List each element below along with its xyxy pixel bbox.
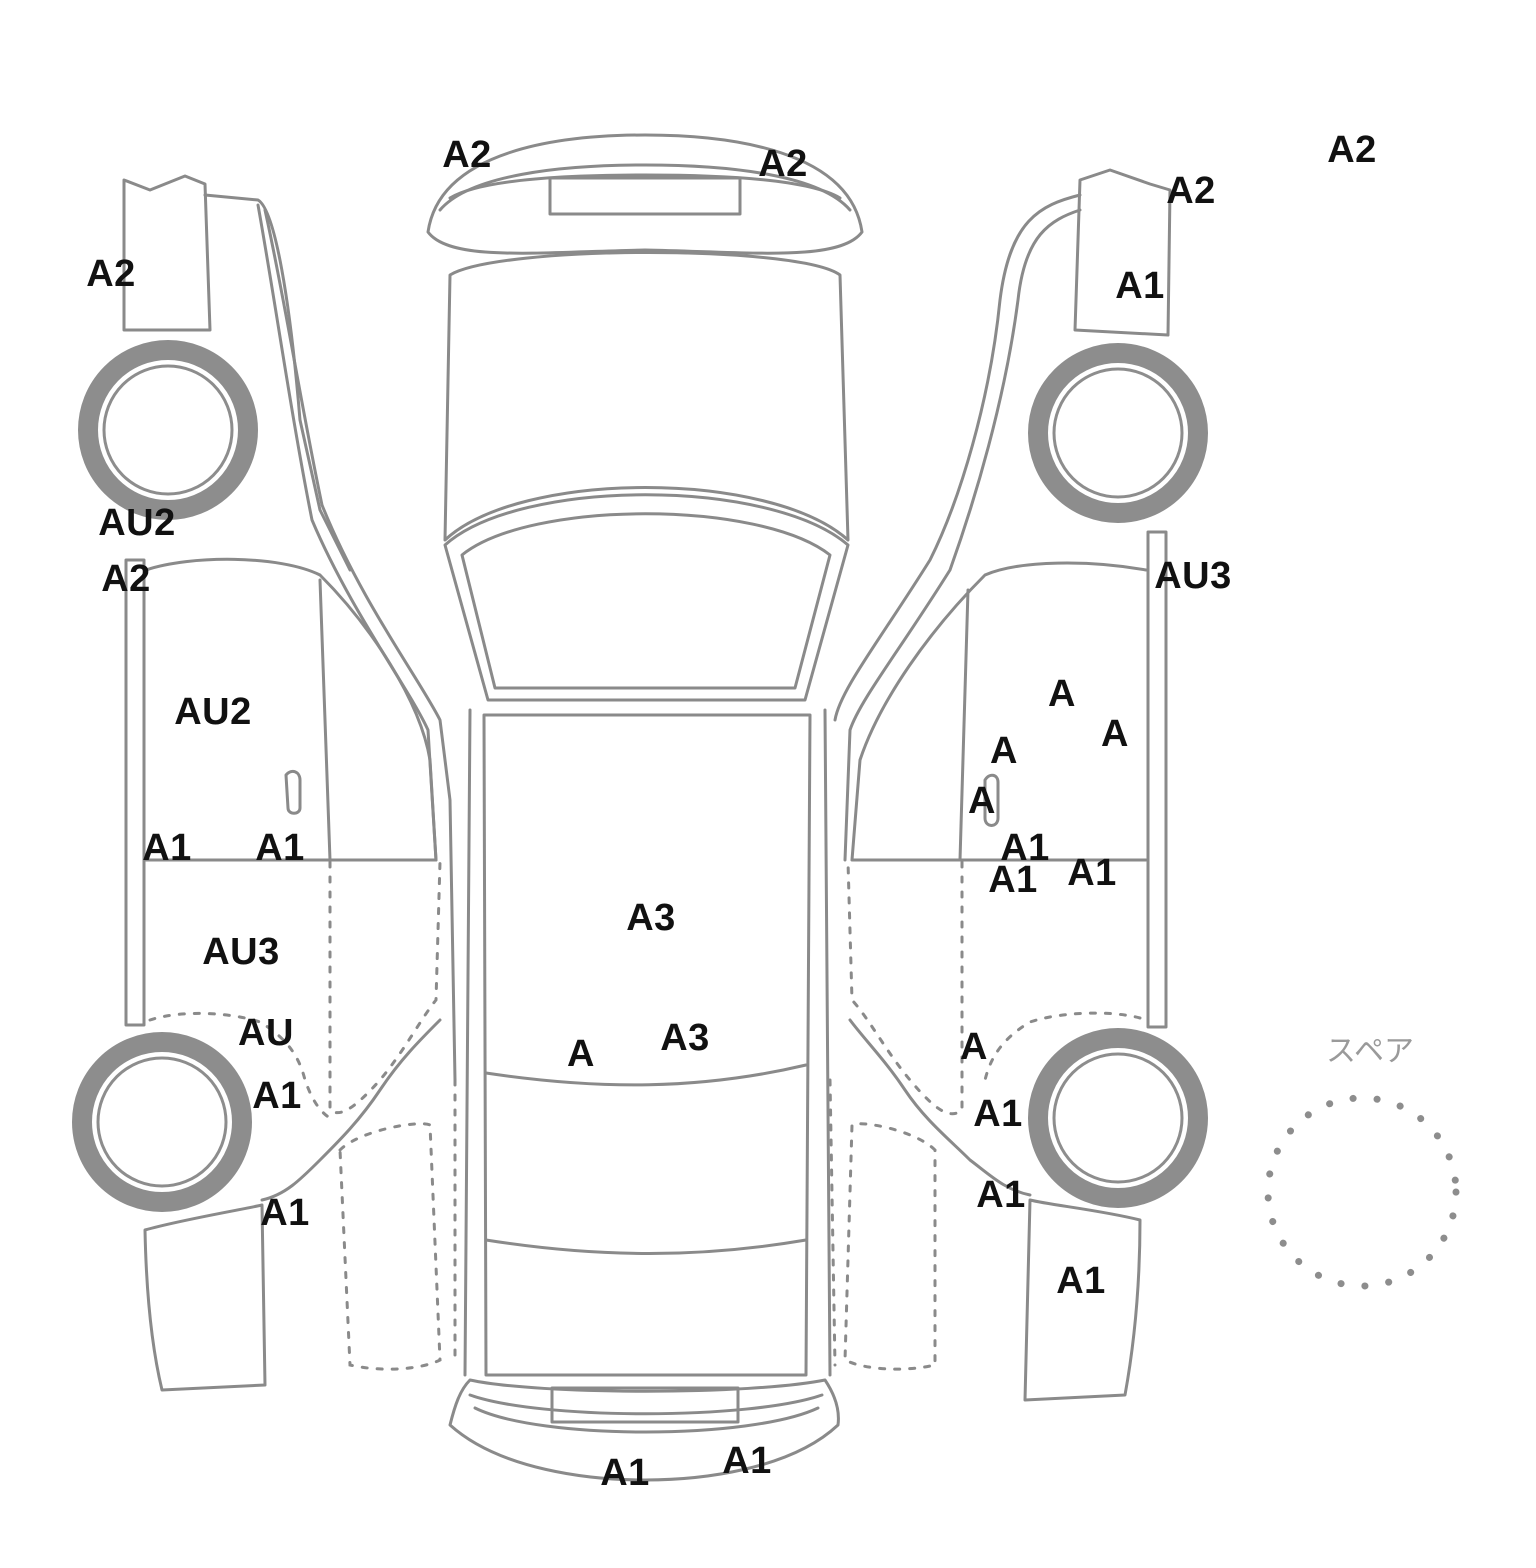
damage-label-right-front-door-lower-1: A1: [1000, 827, 1050, 869]
damage-label-right-front-door-lower-3: A1: [1067, 852, 1117, 894]
damage-label-right-rear-wheel-arch-1: A1: [973, 1093, 1023, 1135]
damage-label-front-bumper-right: A2: [758, 143, 808, 185]
left-side-view: [72, 174, 457, 1392]
spare-tire-outline: [1264, 1094, 1460, 1290]
damage-label-left-front-fender: A2: [86, 253, 136, 295]
damage-label-rear-bumper-right: A1: [722, 1440, 772, 1482]
damage-label-front-bumper-left: A2: [442, 134, 492, 176]
damage-label-right-front-fender-top: A2: [1166, 170, 1216, 212]
damage-label-right-front-door-2: A: [1101, 713, 1129, 755]
damage-label-left-rear-wheel-arch: A1: [252, 1075, 302, 1117]
damage-label-left-front-door-lower-1: A1: [142, 827, 192, 869]
damage-label-right-rocker-upper: AU3: [1154, 555, 1232, 597]
damage-label-roof-rear-2: A3: [660, 1017, 710, 1059]
damage-label-left-front-door-lower-2: A1: [255, 827, 305, 869]
top-view: [426, 133, 864, 1482]
damage-label-rear-bumper-left: A1: [600, 1452, 650, 1494]
damage-label-roof-rear-1: A: [567, 1033, 595, 1075]
damage-label-right-rear-wheel-arch-2: A1: [976, 1174, 1026, 1216]
damage-label-right-front-door-lower-2: A1: [988, 859, 1038, 901]
spare-tire-label: スペア: [1326, 1034, 1414, 1069]
damage-label-right-front-door-3: A: [990, 730, 1018, 772]
damage-label-left-rocker-upper-2: A2: [101, 558, 151, 600]
damage-label-right-front-door-1: A: [1048, 673, 1076, 715]
damage-label-right-quarter: A1: [1056, 1260, 1106, 1302]
damage-label-top-right-corner: A2: [1327, 129, 1377, 171]
damage-label-right-front-door-4: A: [968, 780, 996, 822]
damage-label-left-rear-door-lower: AU: [238, 1012, 294, 1054]
damage-label-left-quarter: A1: [260, 1192, 310, 1234]
damage-label-left-front-door: AU2: [174, 691, 252, 733]
damage-label-right-rear-door: A: [960, 1026, 988, 1068]
damage-label-roof: A3: [626, 897, 676, 939]
damage-label-right-front-fender: A1: [1115, 265, 1165, 307]
right-side-view: [828, 168, 1208, 1402]
damage-label-left-rocker-upper-1: AU2: [98, 502, 176, 544]
damage-label-left-rear-door: AU3: [202, 931, 280, 973]
